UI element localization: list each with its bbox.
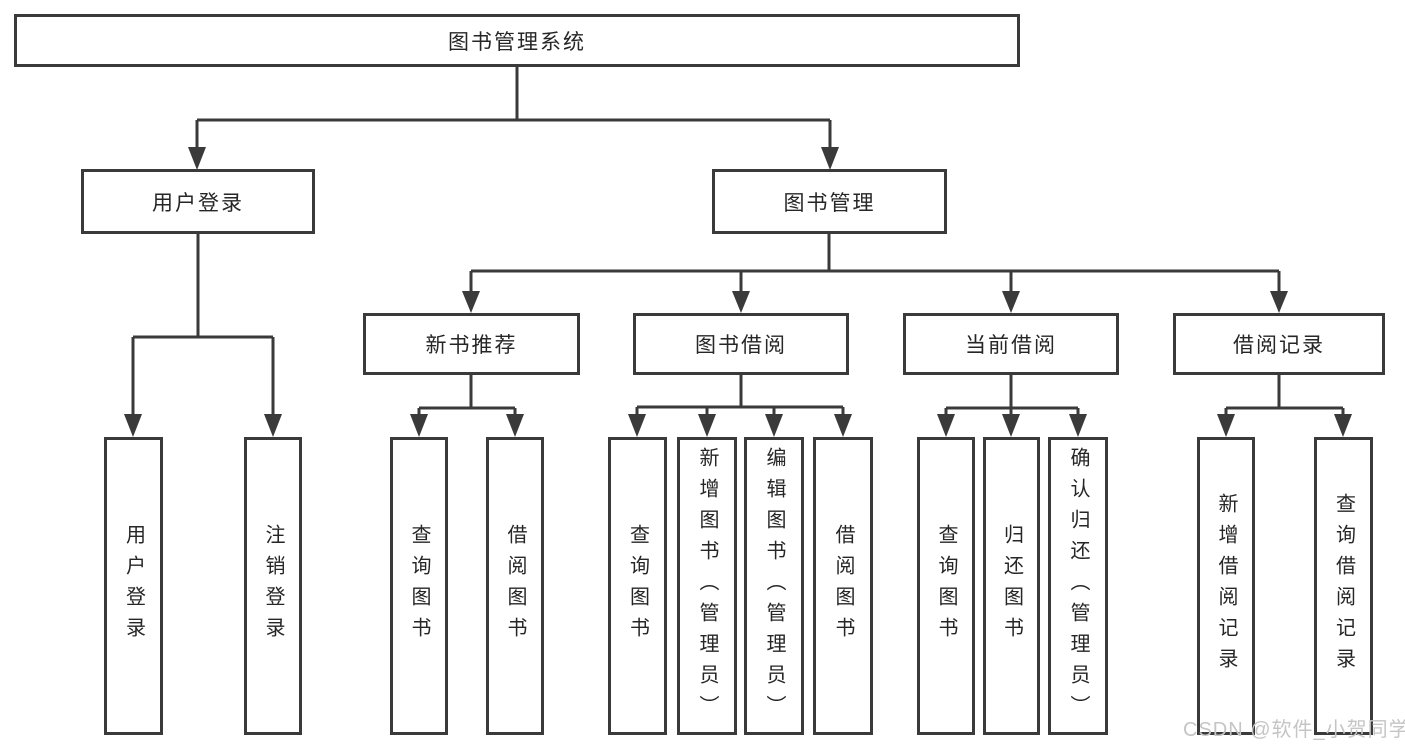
watermark: CSDN @软件_小贺同学 [1183,719,1405,741]
arrow-down-icon [188,147,206,170]
leaf-query-books-current-label: 查询图书 [935,524,957,648]
arrow-down-icon [1069,414,1087,437]
node-root-label: 图书管理系统 [448,30,586,54]
leaf-edit-books-admin-label: 编辑图书（管理员） [763,446,785,726]
connector-strokes [131,67,1345,418]
arrow-down-icon [765,414,783,437]
leaf-borrow-books: 借阅图书 [813,437,873,735]
arrow-down-icon [698,414,716,437]
arrow-down-icon [628,414,646,437]
arrow-down-icon [1270,291,1288,313]
node-book-management-label: 图书管理 [783,191,876,215]
node-root: 图书管理系统 [14,14,1020,67]
node-borrow-records-label: 借阅记录 [1233,334,1325,357]
leaf-logout-label: 注销登录 [262,524,284,648]
leaf-add-books-admin-label: 新增图书（管理员） [696,446,718,726]
arrow-down-icon [124,414,142,437]
leaf-user-login: 用户登录 [104,437,163,735]
node-user-login-label: 用户登录 [152,191,244,215]
arrow-down-icon [1002,414,1020,437]
leaf-add-borrow-record-label: 新增借阅记录 [1215,493,1237,679]
leaf-query-books-recommend-label: 查询图书 [408,524,430,648]
leaf-add-books-admin: 新增图书（管理员） [677,437,737,735]
leaf-query-books-borrow: 查询图书 [608,437,667,735]
node-book-management: 图书管理 [712,169,947,234]
leaf-query-borrow-record: 查询借阅记录 [1314,437,1373,735]
leaf-borrow-books-label: 借阅图书 [832,524,854,648]
leaf-borrow-books-recommend-label: 借阅图书 [504,524,526,648]
arrowheads [124,147,1352,437]
node-book-borrow: 图书借阅 [633,313,849,375]
arrow-down-icon [834,414,852,437]
leaf-query-books-current: 查询图书 [917,437,975,735]
arrow-down-icon [1002,291,1020,313]
leaf-add-borrow-record: 新增借阅记录 [1197,437,1255,735]
arrow-down-icon [937,414,955,437]
arrow-down-icon [506,414,524,437]
arrow-down-icon [732,291,750,313]
node-book-borrow-label: 图书借阅 [695,334,787,357]
node-current-borrow: 当前借阅 [903,313,1119,375]
leaf-return-books: 归还图书 [983,437,1040,735]
leaf-logout: 注销登录 [244,437,302,735]
node-current-borrow-label: 当前借阅 [965,334,1057,357]
node-new-book-recommend-label: 新书推荐 [425,334,518,357]
node-borrow-records: 借阅记录 [1173,313,1385,375]
leaf-query-books-borrow-label: 查询图书 [626,524,649,648]
arrow-down-icon [1217,414,1235,437]
leaf-edit-books-admin: 编辑图书（管理员） [744,437,804,735]
arrow-down-icon [462,291,480,313]
leaf-query-borrow-record-label: 查询借阅记录 [1332,493,1355,679]
arrow-down-icon [410,414,428,437]
leaf-confirm-return-admin-label: 确认归还（管理员） [1067,446,1089,726]
leaf-query-books-recommend: 查询图书 [390,437,448,735]
node-user-login: 用户登录 [81,169,315,234]
leaf-return-books-label: 归还图书 [1000,524,1023,648]
leaf-borrow-books-recommend: 借阅图书 [486,437,544,735]
arrow-down-icon [264,414,282,437]
leaf-confirm-return-admin: 确认归还（管理员） [1048,437,1108,735]
arrow-down-icon [1334,414,1352,437]
node-new-book-recommend: 新书推荐 [363,313,580,375]
arrow-down-icon [821,147,839,170]
leaf-user-login-label: 用户登录 [122,524,145,648]
